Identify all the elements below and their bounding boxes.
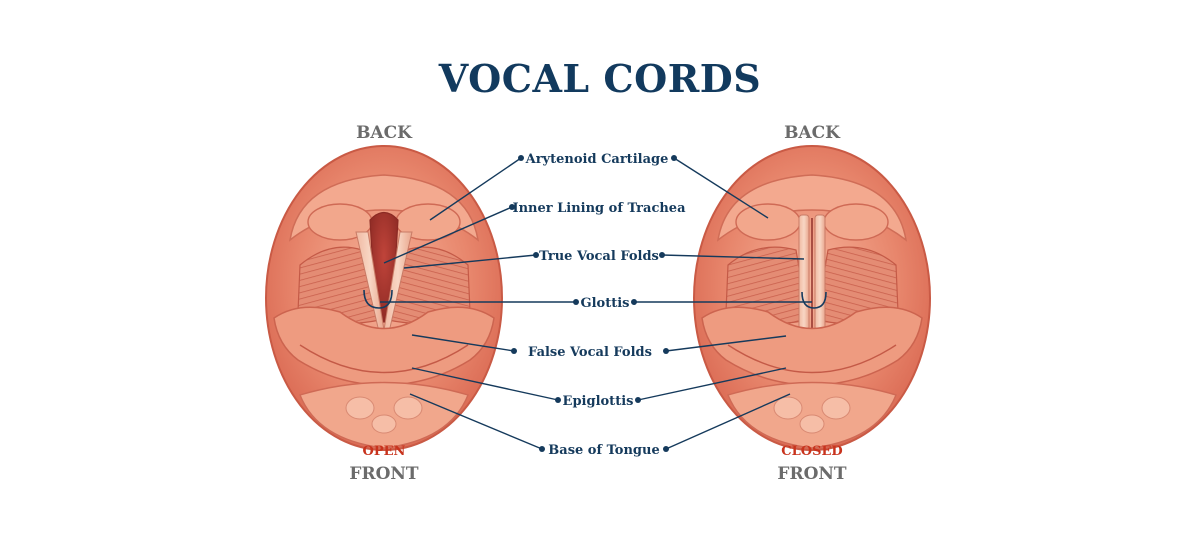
right-state-label: CLOSED <box>781 444 842 459</box>
label-false-vocal-folds: False Vocal Folds <box>528 345 652 360</box>
label-glottis: Glottis <box>581 296 630 311</box>
larynx-closed-illustration <box>693 145 931 451</box>
label-epiglottis: Epiglottis <box>563 394 634 409</box>
leader-lines <box>380 157 812 450</box>
larynx-open-illustration <box>265 145 503 451</box>
right-back-label: BACK <box>784 123 841 143</box>
label-arytenoid-cartilage: Arytenoid Cartilage <box>525 152 669 167</box>
left-back-label: BACK <box>356 123 413 143</box>
label-true-vocal-folds: True Vocal Folds <box>539 249 659 264</box>
label-base-of-tongue: Base of Tongue <box>548 443 659 458</box>
label-inner-lining-of-trachea: Inner Lining of Trachea <box>512 201 686 216</box>
right-front-label: FRONT <box>777 464 847 484</box>
leader-dots <box>509 155 677 452</box>
page-title: VOCAL CORDS <box>438 56 761 101</box>
left-front-label: FRONT <box>349 464 419 484</box>
left-state-label: OPEN <box>363 444 406 459</box>
